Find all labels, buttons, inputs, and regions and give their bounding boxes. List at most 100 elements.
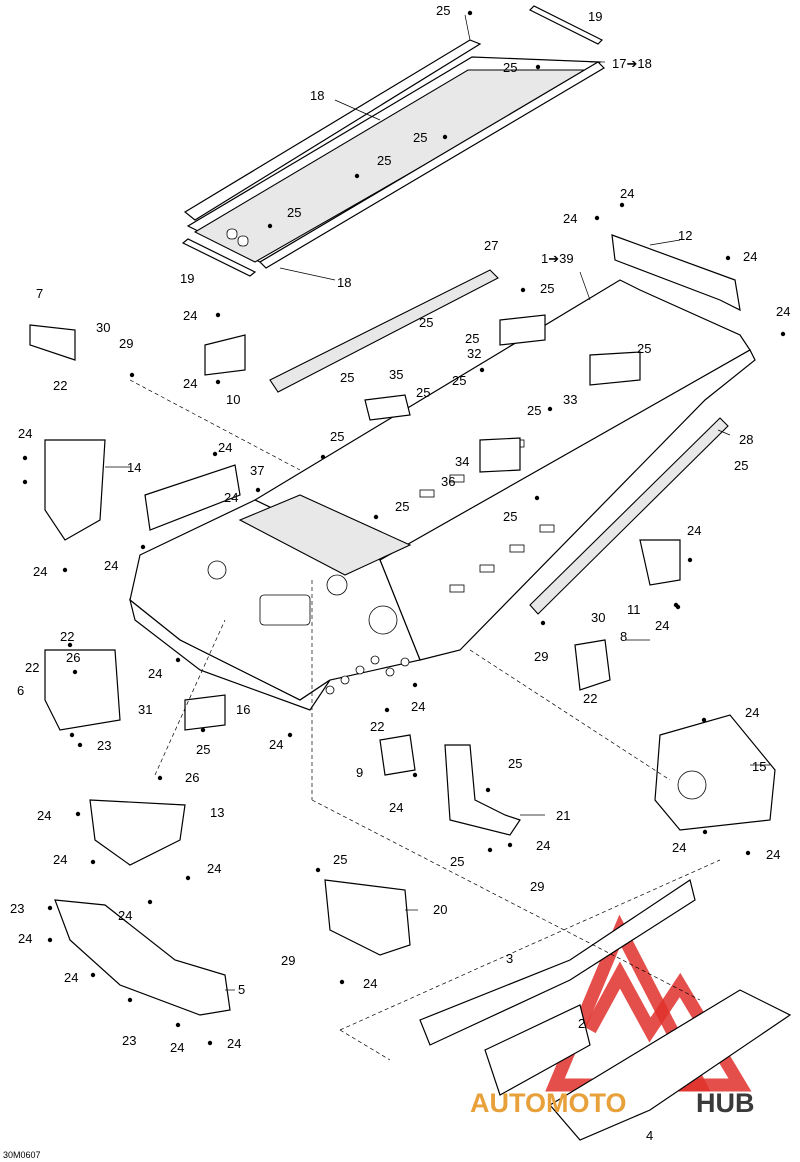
label-14: 14 [127, 460, 141, 475]
label-24-k: 24 [389, 800, 403, 815]
label-24-g: 24 [104, 558, 118, 573]
label-24-j: 24 [269, 737, 283, 752]
label-30-b: 30 [591, 610, 605, 625]
label-18-top: 18 [310, 88, 324, 103]
watermark-word-b: HUB [696, 1088, 755, 1118]
label-24-ab: 24 [745, 705, 759, 720]
label-25-l: 25 [452, 373, 466, 388]
label-24-q: 24 [64, 970, 78, 985]
label-24-e: 24 [218, 440, 232, 455]
label-25-k: 25 [416, 385, 430, 400]
label-37: 37 [250, 463, 264, 478]
label-24-f: 24 [224, 490, 238, 505]
label-31: 31 [138, 702, 152, 717]
leader-lines [105, 14, 770, 1061]
label-24-i: 24 [411, 699, 425, 714]
chassis-tunnel [128, 279, 756, 711]
label-18-bottom: 18 [337, 275, 351, 290]
label-25-g: 25 [540, 281, 554, 296]
label-15: 15 [752, 759, 766, 774]
label-4: 4 [646, 1128, 653, 1143]
label-2: 2 [578, 1016, 585, 1031]
label-25-p: 25 [503, 509, 517, 524]
label-24-d: 24 [33, 564, 47, 579]
label-19-bottom: 19 [180, 271, 194, 286]
label-24-s: 24 [227, 1036, 241, 1051]
callout-labels: 1➔39 2 3 4 5 6 7 8 9 10 11 12 13 14 15 1… [10, 3, 790, 1143]
label-25-b: 25 [503, 60, 517, 75]
label-26-b: 26 [185, 770, 199, 785]
label-7: 7 [36, 286, 43, 301]
slide-rails [181, 5, 605, 277]
label-24-l: 24 [37, 808, 51, 823]
label-24-r: 24 [170, 1040, 184, 1055]
label-23-c: 23 [122, 1033, 136, 1048]
diagram-code: 30M0607 [3, 1150, 41, 1160]
label-22-e: 22 [583, 691, 597, 706]
label-24-h: 24 [148, 666, 162, 681]
label-25-t: 25 [450, 854, 464, 869]
label-10: 10 [226, 392, 240, 407]
label-9: 9 [356, 765, 363, 780]
label-29-a: 29 [119, 336, 133, 351]
label-25-f: 25 [419, 315, 433, 330]
label-16: 16 [236, 702, 250, 717]
label-11: 11 [627, 602, 641, 617]
label-24-ad: 24 [766, 847, 780, 862]
label-25-d: 25 [377, 153, 391, 168]
label-25-u: 25 [333, 852, 347, 867]
label-24-c: 24 [18, 426, 32, 441]
label-24-t: 24 [363, 976, 377, 991]
label-25-m: 25 [527, 403, 541, 418]
label-24-x: 24 [743, 249, 757, 264]
label-25-h: 25 [465, 331, 479, 346]
watermark-word-a: AUTOMOTO [470, 1088, 627, 1118]
label-5: 5 [238, 982, 245, 997]
label-22-c: 22 [25, 660, 39, 675]
label-32: 32 [467, 346, 481, 361]
label-36: 36 [441, 474, 455, 489]
label-17-18: 17➔18 [612, 56, 652, 71]
label-30-a: 30 [96, 320, 110, 335]
label-25-s: 25 [508, 756, 522, 771]
label-24-z: 24 [687, 523, 701, 538]
label-24-o: 24 [118, 908, 132, 923]
label-24-m: 24 [53, 852, 67, 867]
label-25-j: 25 [340, 370, 354, 385]
brackets [29, 234, 792, 1141]
label-6: 6 [17, 683, 24, 698]
label-35: 35 [389, 367, 403, 382]
label-25-n: 25 [330, 429, 344, 444]
label-21: 21 [556, 808, 570, 823]
label-1-39: 1➔39 [541, 251, 574, 266]
label-33: 33 [563, 392, 577, 407]
label-25-o: 25 [395, 499, 409, 514]
label-25-i: 25 [637, 341, 651, 356]
fastener-dots [22, 10, 786, 1046]
label-24-v: 24 [620, 186, 634, 201]
label-13: 13 [210, 805, 224, 820]
label-24-aa: 24 [655, 618, 669, 633]
runner-strips [269, 269, 729, 615]
label-25-e: 25 [287, 205, 301, 220]
label-8: 8 [620, 629, 627, 644]
label-24-w: 24 [563, 211, 577, 226]
label-22-a: 22 [53, 378, 67, 393]
label-27: 27 [484, 238, 498, 253]
label-25-r: 25 [196, 742, 210, 757]
label-24-p: 24 [18, 931, 32, 946]
label-25-q: 25 [734, 458, 748, 473]
label-26-a: 26 [66, 650, 80, 665]
label-24-ac: 24 [672, 840, 686, 855]
label-25-c: 25 [413, 130, 427, 145]
label-24-b: 24 [183, 376, 197, 391]
label-24-y: 24 [776, 304, 790, 319]
watermark-text: AUTOMOTO HUB [470, 1088, 755, 1118]
label-3: 3 [506, 951, 513, 966]
label-23-a: 23 [97, 738, 111, 753]
label-28: 28 [739, 432, 753, 447]
label-29-b: 29 [534, 649, 548, 664]
label-20: 20 [433, 902, 447, 917]
label-24-u: 24 [536, 838, 550, 853]
